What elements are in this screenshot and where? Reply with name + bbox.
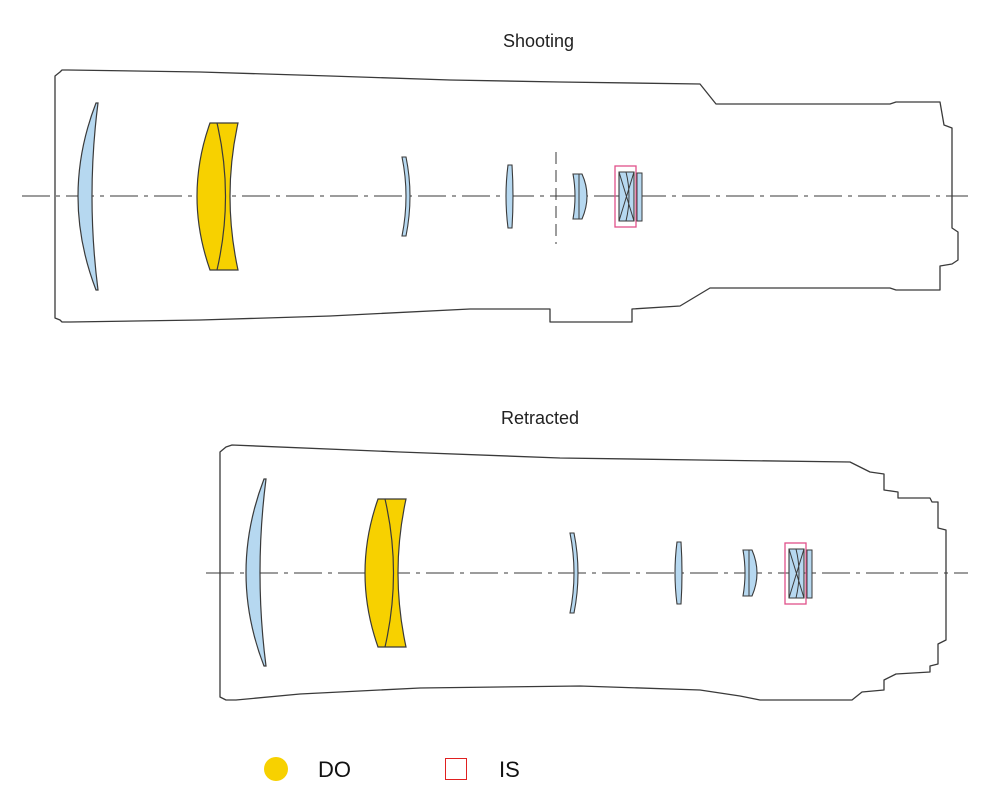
retracted-lens-3 xyxy=(569,532,579,614)
do-legend-label: DO xyxy=(318,757,351,782)
shooting-lens-group xyxy=(22,69,968,323)
retracted-do-element xyxy=(364,498,407,648)
shooting-lens-5 xyxy=(572,173,588,220)
shooting-do-element xyxy=(196,122,239,271)
shooting-front-element xyxy=(77,102,99,291)
retracted-front-element xyxy=(245,478,267,667)
retracted-lens-5 xyxy=(742,549,758,597)
retracted-barrel-outline xyxy=(219,444,947,701)
retracted-title: Retracted xyxy=(501,408,580,428)
shooting-lens-4 xyxy=(505,164,514,229)
retracted-lens-group xyxy=(206,444,968,701)
do-legend-swatch-icon xyxy=(264,757,288,781)
shooting-barrel-outline xyxy=(54,69,959,323)
is-legend-label: IS xyxy=(499,757,520,782)
retracted-is-element-detail xyxy=(788,548,805,599)
is-legend-swatch-icon xyxy=(445,758,467,780)
shooting-is-element-detail xyxy=(618,171,635,222)
retracted-do-interface xyxy=(384,498,395,648)
retracted-rear-element xyxy=(806,549,813,599)
shooting-do-interface xyxy=(216,122,227,271)
shooting-title: Shooting xyxy=(503,31,575,51)
shooting-is-group-box xyxy=(614,165,637,228)
retracted-is-group-box xyxy=(784,542,807,605)
shooting-lens-3 xyxy=(401,156,411,237)
shooting-rear-element xyxy=(636,172,643,222)
retracted-lens-4 xyxy=(674,541,683,605)
